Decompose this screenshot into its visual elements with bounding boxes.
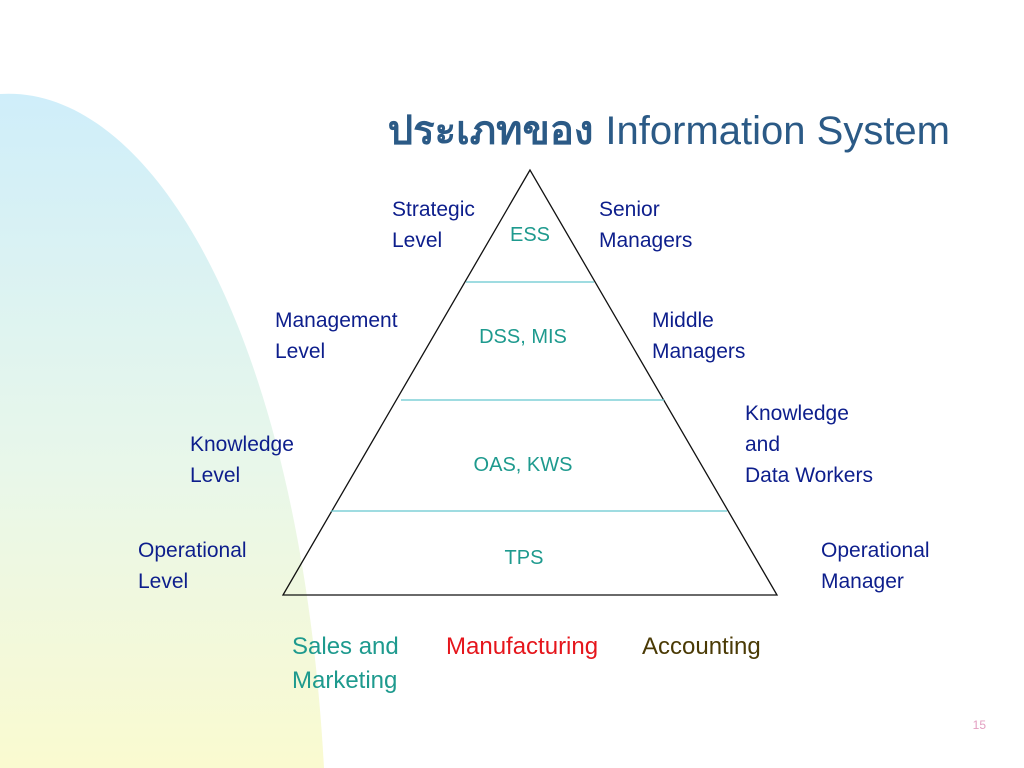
level-label-strategic: Strategic Level [392,198,475,252]
role-label-operational-manager: Operational Manager [821,539,930,593]
system-tps: TPS [504,547,544,569]
function-sales-marketing: Sales and Marketing [292,633,399,694]
function-manufacturing: Manufacturing [446,633,599,660]
function-accounting: Accounting [642,633,761,660]
level-label-management: Management Level [275,309,398,363]
level-label-knowledge: Knowledge Level [190,433,294,487]
title-thai: ประเภทของ [387,107,594,154]
system-oas-kws: OAS, KWS [473,454,573,476]
level-label-operational: Operational Level [138,539,247,593]
slide-number: 15 [972,718,986,732]
system-dss-mis: DSS, MIS [479,326,567,348]
title-english: Information System [605,109,950,153]
role-label-middle-managers: Middle Managers [652,309,746,363]
role-label-senior-managers: Senior Managers [599,198,693,252]
role-label-knowledge-data-workers: Knowledge and Data Workers [745,402,873,487]
system-ess: ESS [509,224,551,246]
pyramid-outline [281,168,779,596]
